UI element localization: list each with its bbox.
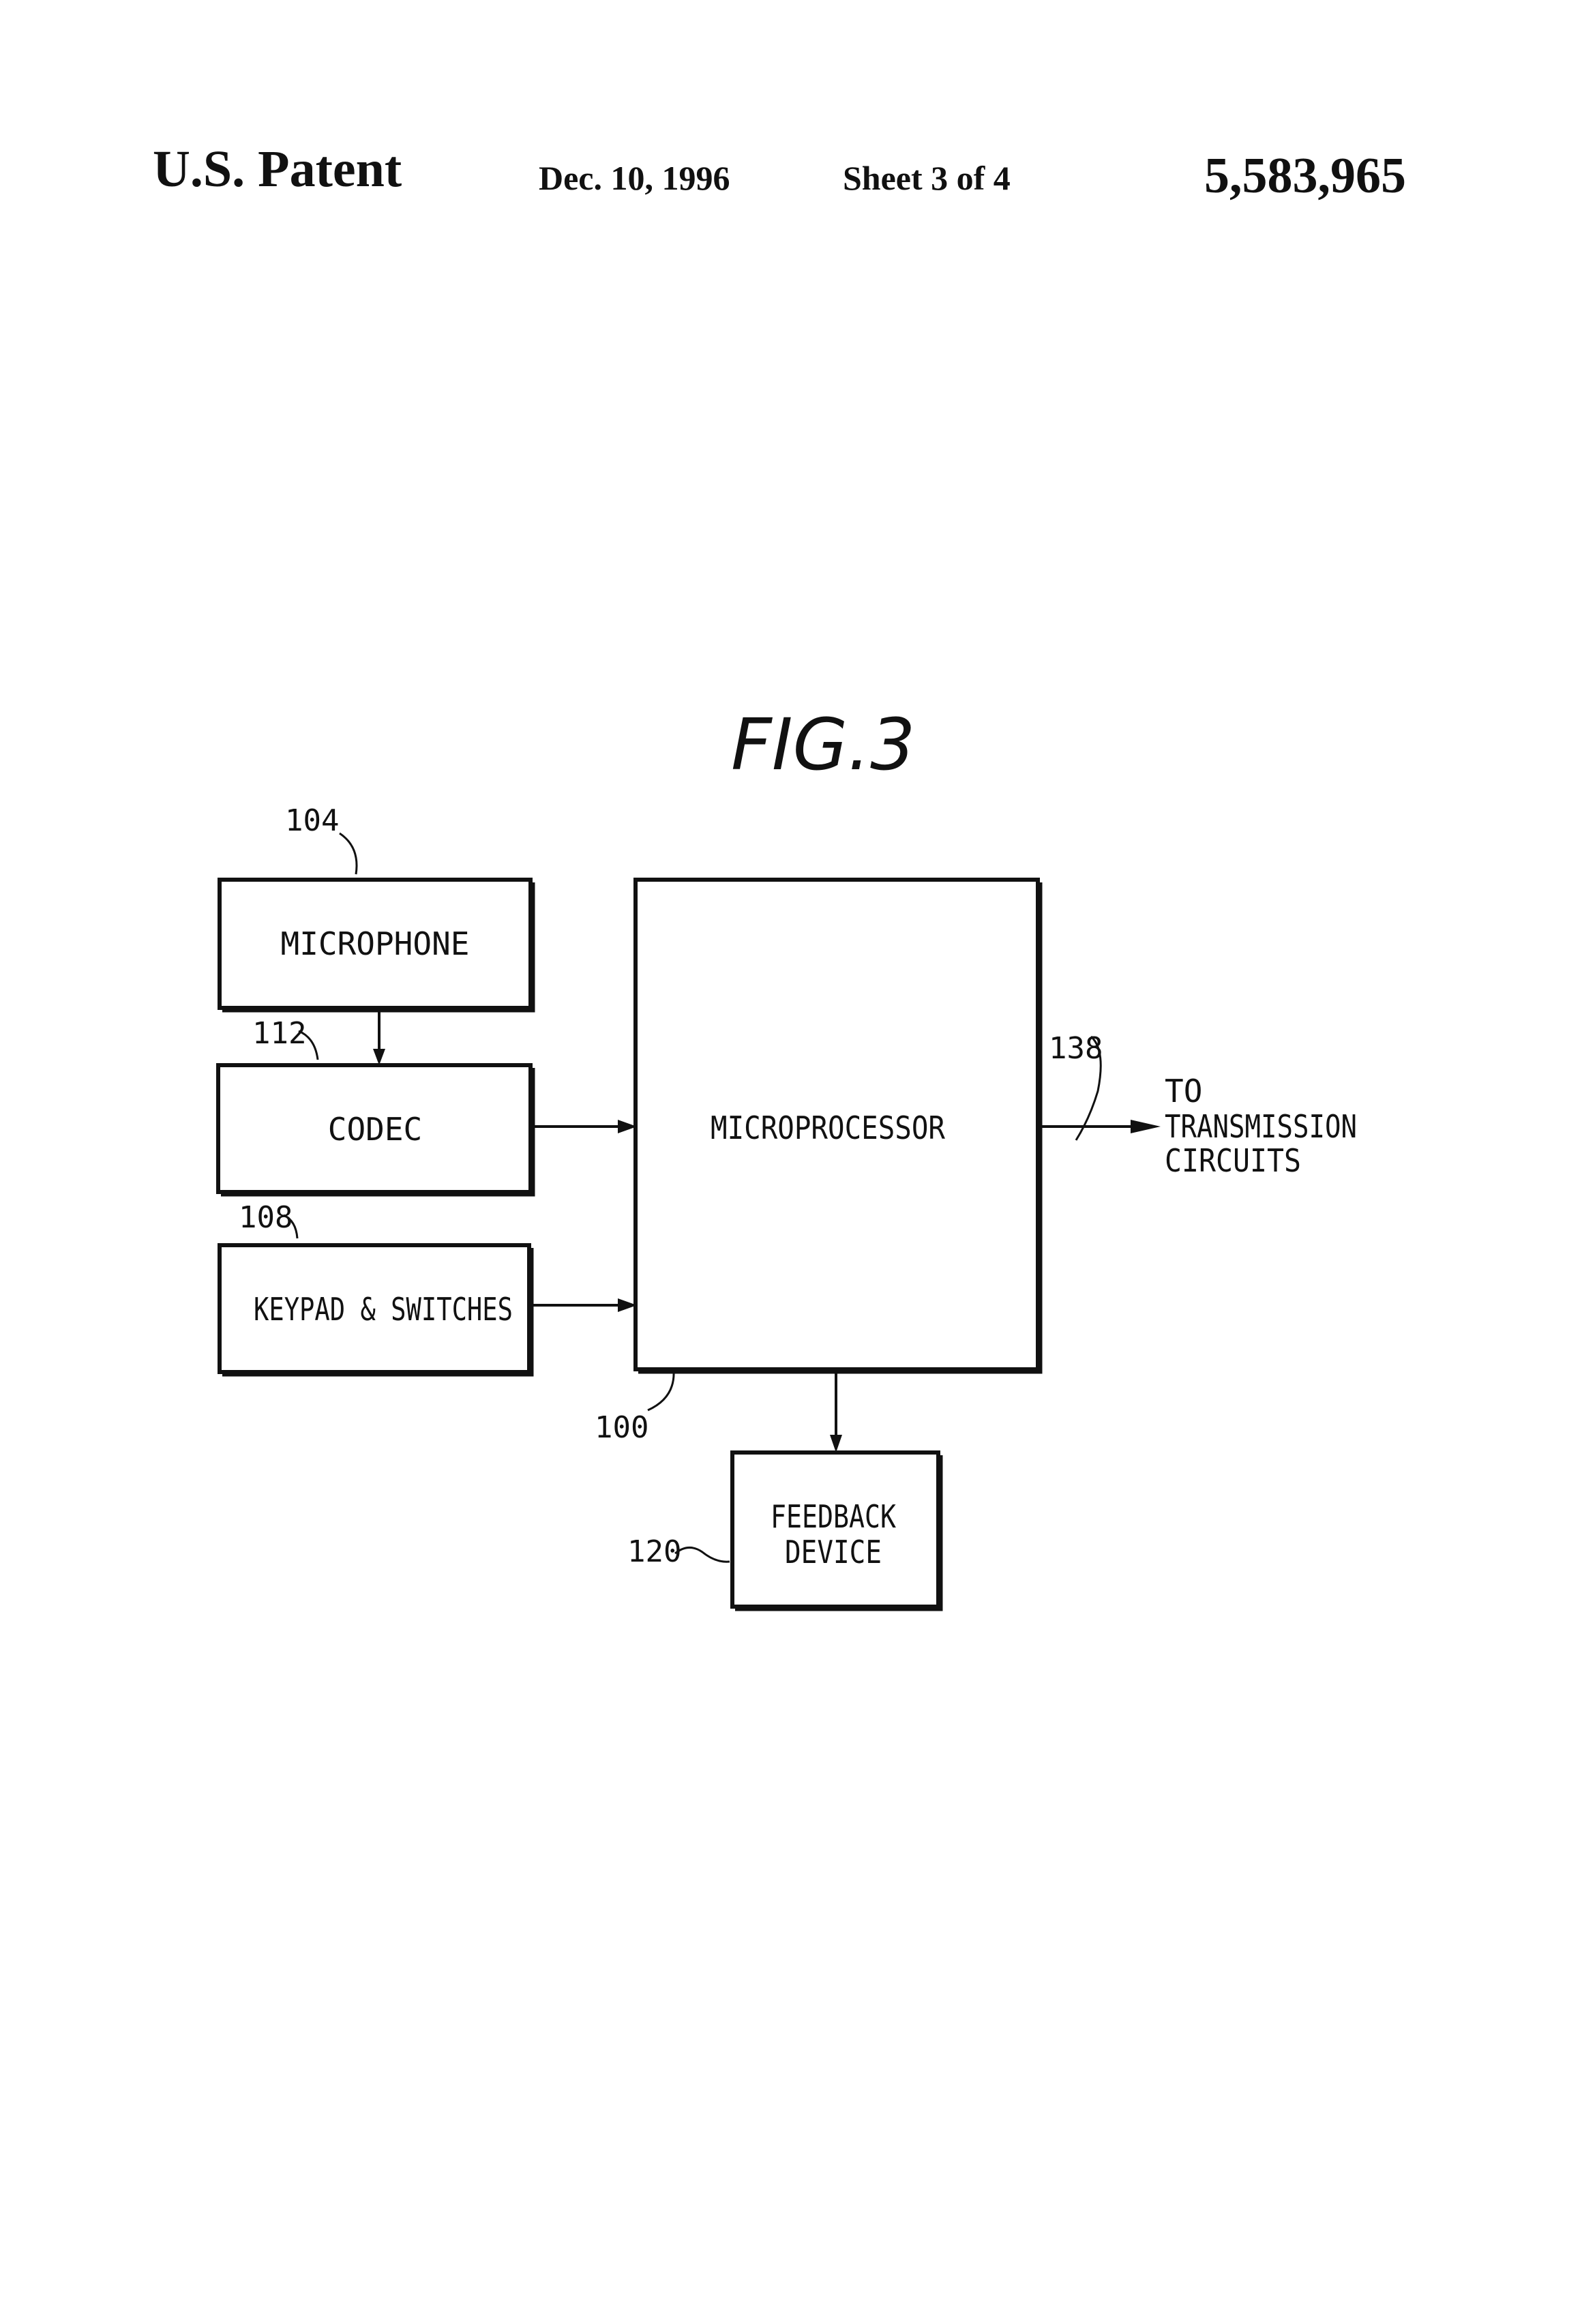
feedback-label-line1: FEEDBACK: [771, 1498, 896, 1535]
codec-label: CODEC: [328, 1111, 422, 1148]
feedback-label-line2: DEVICE: [785, 1534, 882, 1570]
ref-100-leader: [648, 1371, 674, 1410]
feedback-device-block: FEEDBACK DEVICE: [732, 1452, 941, 1609]
figure-title: FIG.3: [731, 703, 915, 786]
ref-138: 138: [1049, 1031, 1103, 1066]
output-text-line1: TO: [1165, 1073, 1202, 1109]
microphone-block: MICROPHONE: [220, 880, 533, 1011]
ref-104: 104: [285, 803, 339, 838]
microphone-label: MICROPHONE: [281, 925, 470, 962]
ref-104-leader: [340, 833, 357, 874]
microprocessor-label: MICROPROCESSOR: [711, 1109, 945, 1146]
arrow-microprocessor-to-feedback: [830, 1371, 842, 1452]
arrow-keypad-to-microprocessor: [531, 1298, 637, 1312]
arrow-codec-to-microprocessor: [532, 1120, 637, 1133]
output-text-line3: CIRCUITS: [1165, 1142, 1301, 1179]
ref-120-leader: [675, 1547, 730, 1562]
keypad-switches-label: KEYPAD & SWITCHES: [254, 1291, 513, 1328]
microprocessor-block: MICROPROCESSOR: [636, 880, 1041, 1372]
ref-108: 108: [239, 1200, 293, 1235]
ref-112: 112: [252, 1016, 306, 1051]
codec-block: CODEC: [218, 1065, 533, 1195]
arrow-microphone-to-codec: [373, 1009, 385, 1065]
ref-100: 100: [595, 1410, 648, 1445]
keypad-switches-block: KEYPAD & SWITCHES: [220, 1245, 532, 1375]
output-text-line2: TRANSMISSION: [1165, 1108, 1357, 1145]
ref-120: 120: [627, 1534, 681, 1569]
arrow-microprocessor-to-transmission: [1039, 1120, 1161, 1133]
